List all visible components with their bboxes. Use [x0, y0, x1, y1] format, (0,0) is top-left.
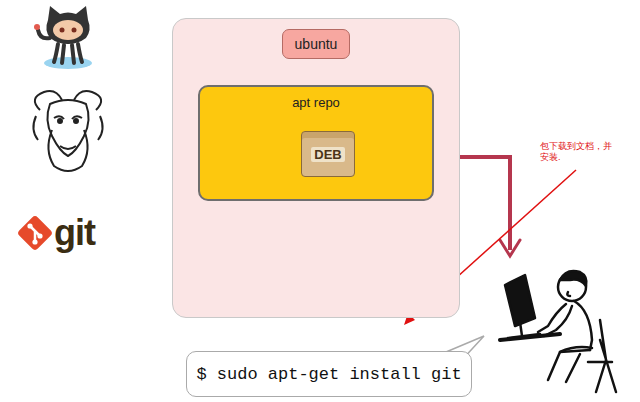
command-bubble: $ sudo apt-get install git — [186, 351, 472, 397]
octocat-icon — [34, 6, 92, 69]
box-label: DEB — [311, 147, 344, 162]
gnu-head-icon — [33, 91, 102, 171]
command-text: $ sudo apt-get install git — [196, 365, 461, 384]
box-label: apt repo — [292, 95, 340, 110]
note-text: 包下载到文档，并安装. — [540, 141, 614, 164]
ubuntu-panel: ubuntu apt repoDEB — [172, 18, 460, 318]
deb-package: DEB — [301, 131, 355, 177]
git-logo-text: git — [54, 212, 95, 254]
man-at-computer — [500, 271, 616, 392]
apt-repo-box: apt repoDEB — [198, 85, 434, 201]
git-logo-icon — [17, 215, 54, 252]
panel-title: ubuntu — [282, 29, 351, 59]
